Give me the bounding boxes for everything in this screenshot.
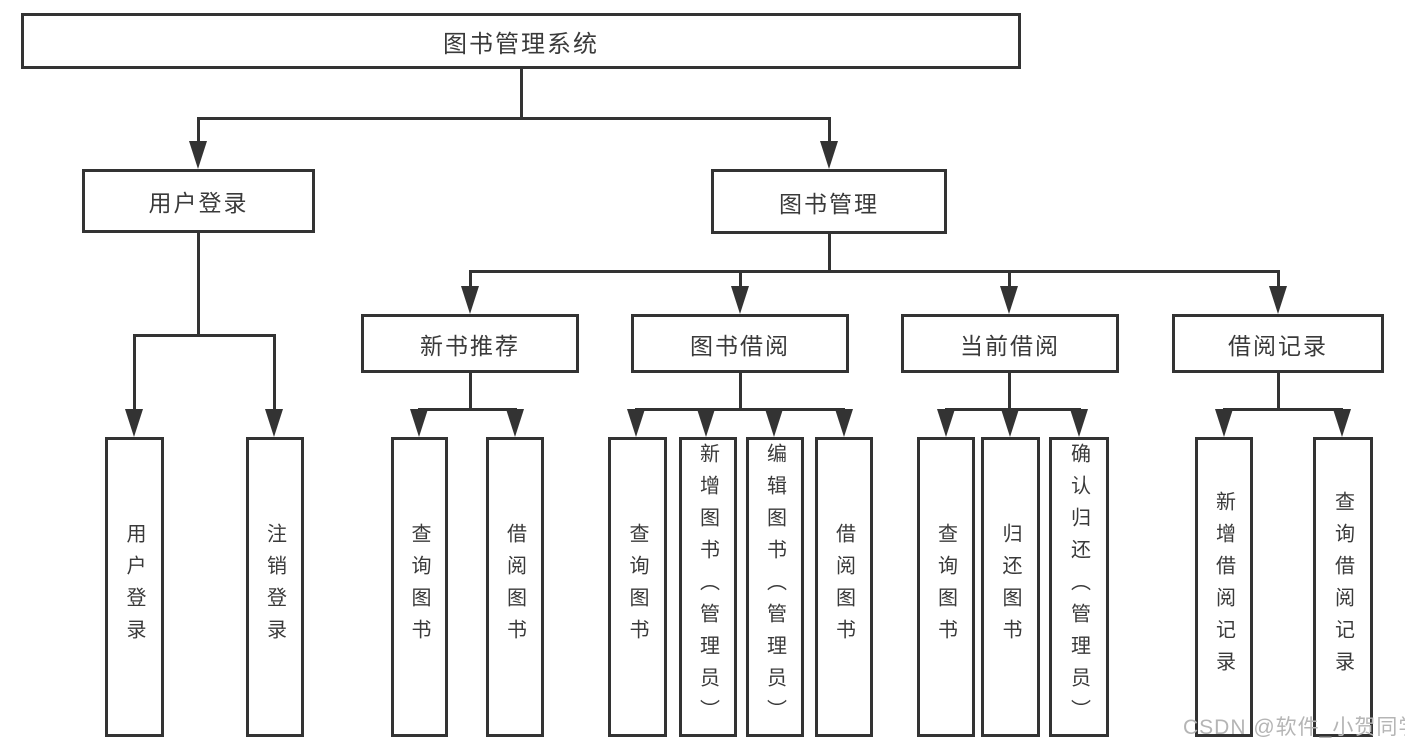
node-leaf-add-borrow-record: 新增借阅记录 — [1195, 437, 1253, 737]
connector-borrow-records-drop — [1277, 373, 1280, 411]
connector-user-login-drop — [197, 233, 200, 337]
node-borrow-records: 借阅记录 — [1172, 314, 1384, 373]
node-leaf-confirm-return: 确认归还（管理员） — [1049, 437, 1109, 737]
node-leaf-edit-book: 编辑图书（管理员） — [746, 437, 804, 737]
node-book-mgmt: 图书管理 — [711, 169, 947, 234]
connector-book-mgmt-drop — [828, 234, 831, 272]
node-root-system: 图书管理系统 — [21, 13, 1021, 69]
arrowhead-leaf-query-book-a — [410, 409, 428, 437]
arrowhead-user-login — [189, 141, 207, 169]
arrowhead-leaf-borrow-book-a — [506, 409, 524, 437]
node-book-borrow: 图书借阅 — [631, 314, 849, 373]
arrowhead-new-book-rec — [461, 286, 479, 314]
connector-stub-leaf-logout — [273, 334, 276, 415]
connector-book-borrow-drop — [739, 373, 742, 411]
connector-stub-leaf-user-login — [133, 334, 136, 415]
node-new-book-rec: 新书推荐 — [361, 314, 579, 373]
connector-book-mgmt-split — [469, 270, 1280, 273]
node-leaf-user-login: 用户登录 — [105, 437, 164, 737]
connector-current-borrow-drop — [1008, 373, 1011, 411]
arrowhead-leaf-add-borrow-record — [1215, 409, 1233, 437]
node-leaf-return-book: 归还图书 — [981, 437, 1040, 737]
csdn-watermark: CSDN @软件_小贺同学 — [1183, 716, 1405, 739]
node-user-login: 用户登录 — [82, 169, 315, 233]
arrowhead-book-mgmt — [820, 141, 838, 169]
connector-root-split — [197, 117, 831, 120]
node-current-borrow: 当前借阅 — [901, 314, 1119, 373]
connector-stub-book-borrow — [739, 270, 742, 290]
arrowhead-current-borrow — [1000, 286, 1018, 314]
arrowhead-leaf-add-book — [697, 409, 715, 437]
connector-book-borrow-split — [635, 408, 845, 411]
node-leaf-borrow-book-a: 借阅图书 — [486, 437, 544, 737]
node-leaf-borrow-book-b: 借阅图书 — [815, 437, 873, 737]
node-leaf-query-borrow-record: 查询借阅记录 — [1313, 437, 1373, 737]
arrowhead-leaf-user-login — [125, 409, 143, 437]
connector-stub-new-book-rec — [469, 270, 472, 290]
node-leaf-logout: 注销登录 — [246, 437, 304, 737]
connector-stub-current-borrow — [1008, 270, 1011, 290]
node-leaf-query-book-c: 查询图书 — [917, 437, 975, 737]
connector-new-book-rec-drop — [469, 373, 472, 411]
arrowhead-leaf-logout — [265, 409, 283, 437]
arrowhead-leaf-query-book-c — [937, 409, 955, 437]
node-leaf-query-book-a: 查询图书 — [391, 437, 448, 737]
arrowhead-leaf-query-book-b — [627, 409, 645, 437]
connector-stub-borrow-records — [1277, 270, 1280, 290]
node-leaf-query-book-b: 查询图书 — [608, 437, 667, 737]
arrowhead-leaf-confirm-return — [1070, 409, 1088, 437]
arrowhead-book-borrow — [731, 286, 749, 314]
connector-borrow-records-split — [1223, 408, 1343, 411]
connector-root-drop — [520, 69, 523, 120]
arrowhead-borrow-records — [1269, 286, 1287, 314]
connector-user-login-split — [133, 334, 276, 337]
connector-stub-user-login — [197, 117, 200, 147]
arrowhead-leaf-edit-book — [765, 409, 783, 437]
arrowhead-leaf-query-borrow-record — [1333, 409, 1351, 437]
connector-new-book-rec-split — [418, 408, 517, 411]
arrowhead-leaf-return-book — [1001, 409, 1019, 437]
arrowhead-leaf-borrow-book-b — [835, 409, 853, 437]
connector-stub-book-mgmt — [828, 117, 831, 147]
node-leaf-add-book: 新增图书（管理员） — [679, 437, 737, 737]
